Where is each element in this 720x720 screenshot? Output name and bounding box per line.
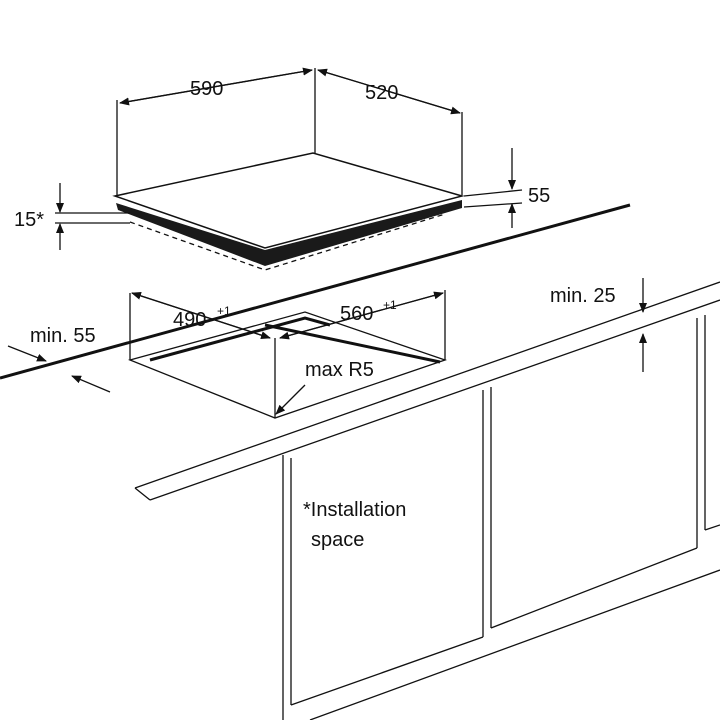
min-back-label: min. 25	[550, 285, 616, 307]
installation-note-line1: *Installation	[303, 499, 406, 521]
cutout-width-label: 490	[173, 309, 206, 331]
cabinet	[282, 315, 720, 720]
hob-depth-label: 520	[365, 82, 398, 104]
worktop	[0, 203, 720, 501]
gap-label: 15*	[14, 209, 44, 231]
cutout	[127, 290, 448, 419]
installation-note-line2: space	[311, 529, 364, 551]
corner-radius-label: max R5	[305, 359, 374, 381]
cutout-width-tolerance: +1	[217, 304, 231, 318]
cutout-depth-tolerance: +1	[383, 298, 397, 312]
clearance-marks	[7, 278, 647, 393]
hob-height-label: 55	[528, 185, 550, 207]
min-front-label: min. 55	[30, 325, 96, 347]
hob	[55, 67, 523, 271]
cutout-depth-label: 560	[340, 303, 373, 325]
hob-width-label: 590	[190, 78, 223, 100]
